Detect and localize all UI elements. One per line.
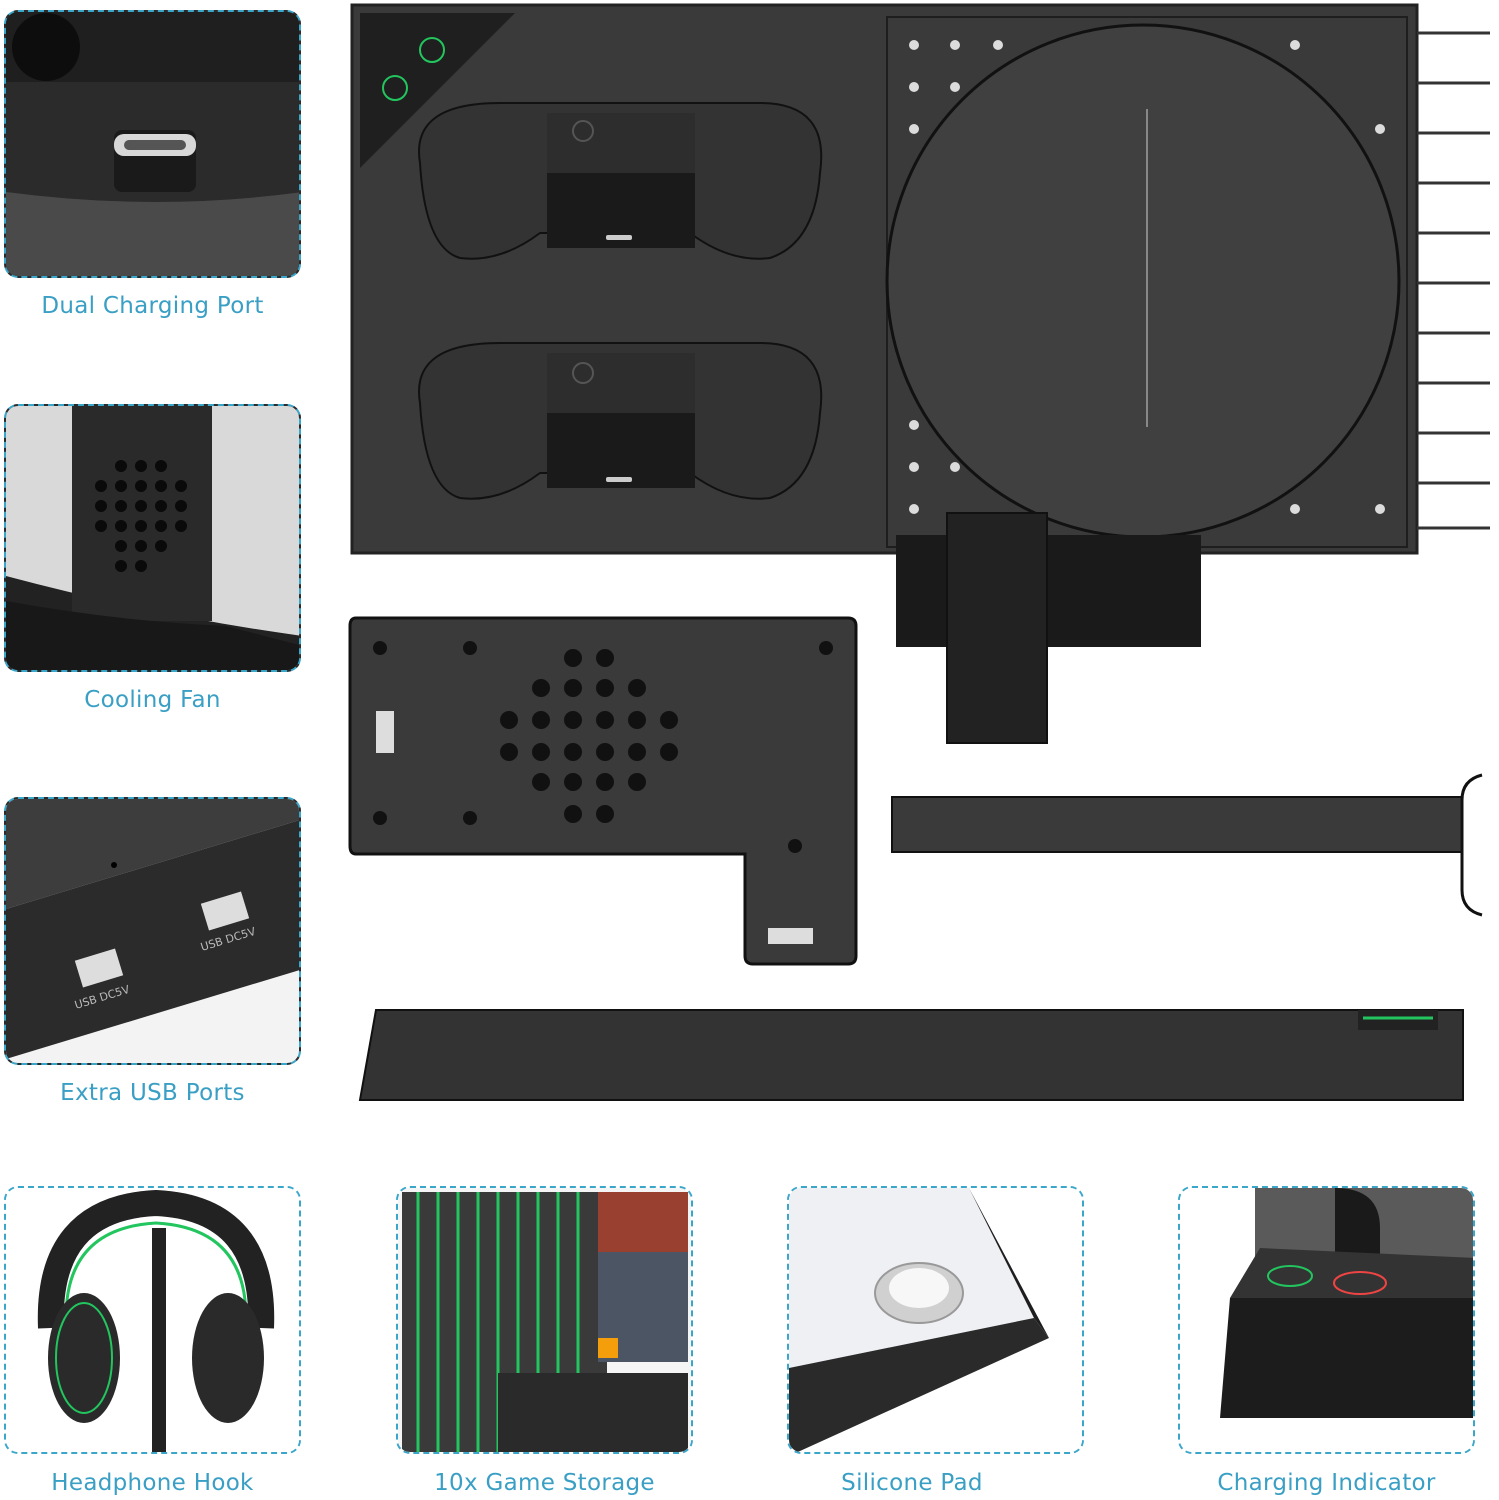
fan-vent-icon	[6, 406, 299, 670]
charging-indicator-image	[1178, 1186, 1475, 1454]
pad-icon	[789, 1188, 1082, 1452]
side-bar	[890, 770, 1490, 920]
caption-headphone-hook: Headphone Hook	[51, 1470, 254, 1496]
controller-logo-icon	[382, 37, 445, 101]
cooling-fan-plate	[348, 616, 858, 968]
caption-dual-charging-port: Dual Charging Port	[41, 293, 264, 319]
cooling-fan-image	[4, 404, 301, 672]
silicone-pad-image	[787, 1186, 1084, 1454]
controller-led-icon	[1180, 1188, 1473, 1452]
product-top-view	[350, 3, 1498, 763]
caption-extra-usb-ports: Extra USB Ports	[60, 1080, 245, 1106]
caption-game-storage: 10x Game Storage	[434, 1470, 655, 1496]
dual-charging-port-image	[4, 10, 301, 278]
game-cases-icon	[398, 1188, 691, 1452]
game-storage-image	[396, 1186, 693, 1454]
headphones-icon	[6, 1188, 299, 1452]
headphone-hook-image	[4, 1186, 301, 1454]
caption-cooling-fan: Cooling Fan	[84, 687, 221, 713]
usb-port-icon: USB DC5V USB DC5V	[6, 799, 299, 1063]
base-bar	[358, 1000, 1468, 1110]
caption-silicone-pad: Silicone Pad	[841, 1470, 983, 1496]
caption-charging-indicator: Charging Indicator	[1217, 1470, 1436, 1496]
usb-c-port-icon	[6, 12, 299, 276]
extra-usb-ports-image: USB DC5V USB DC5V	[4, 797, 301, 1065]
